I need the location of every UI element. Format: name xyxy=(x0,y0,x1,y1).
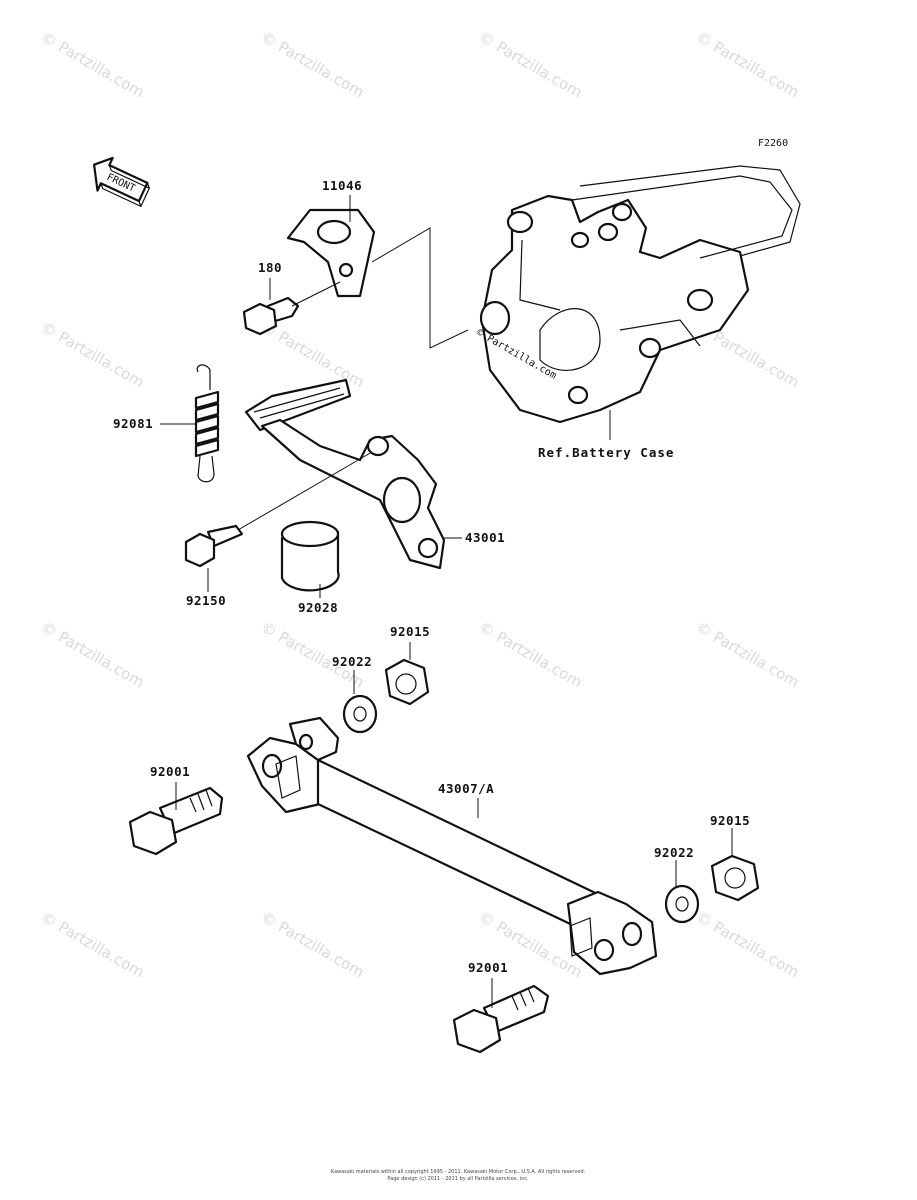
part-92081-spring: 92081 xyxy=(113,364,220,483)
watermark: © Partzilla.com xyxy=(476,618,585,691)
part-43007-rod: 43007/A xyxy=(246,716,658,976)
part-label-92015-top: 92015 xyxy=(390,624,430,639)
part-label-180: 180 xyxy=(258,260,282,275)
part-label-92022-right: 92022 xyxy=(654,845,694,860)
watermark: © Partzilla.com xyxy=(258,28,367,101)
part-label-92081: 92081 xyxy=(113,416,153,431)
part-label-92028: 92028 xyxy=(298,600,338,615)
copyright-line-2: Page design (c) 2011 - 2011 by all Partz… xyxy=(387,1176,529,1182)
part-92001-bolt-left: 92001 xyxy=(128,764,224,856)
part-label-92001-bottom: 92001 xyxy=(468,960,508,975)
copyright-line-1: Kawasaki materials within all copyright … xyxy=(331,1169,586,1175)
diagram-code: F2260 xyxy=(758,138,788,149)
part-43001-brake-pedal: 43001 xyxy=(244,378,505,570)
part-11046-bracket: 11046 xyxy=(286,178,376,298)
part-92015-nut-top: 92015 xyxy=(384,624,430,706)
part-label-11046: 11046 xyxy=(322,178,362,193)
front-arrow-icon: FRONT xyxy=(92,156,151,208)
part-label-92150: 92150 xyxy=(186,593,226,608)
part-92022-washer-top: 92022 xyxy=(332,654,378,734)
watermark: © Partzilla.com xyxy=(693,618,802,691)
watermark: © Partzilla.com xyxy=(258,318,367,391)
part-label-92001-left: 92001 xyxy=(150,764,190,779)
part-180-bolt: 180 xyxy=(242,260,341,336)
leader-line xyxy=(371,227,469,349)
part-92150-bolt: 92150 xyxy=(184,451,373,608)
watermark: © Partzilla.com xyxy=(476,28,585,101)
part-92022-washer-right: 92022 xyxy=(654,845,700,924)
part-label-43001: 43001 xyxy=(465,530,505,545)
part-label-92022-top: 92022 xyxy=(332,654,372,669)
part-label-92015-right: 92015 xyxy=(710,813,750,828)
part-92001-bolt-bottom: 92001 xyxy=(452,960,550,1054)
watermark: © Partzilla.com xyxy=(38,618,147,691)
part-label-43007: 43007/A xyxy=(438,781,494,796)
part-92028-collar: 92028 xyxy=(280,520,340,615)
watermark: © Partzilla.com xyxy=(258,908,367,981)
watermark: © Partzilla.com xyxy=(693,908,802,981)
reference-label: Ref.Battery Case xyxy=(538,445,674,460)
watermark: © Partzilla.com xyxy=(38,908,147,981)
watermark: © Partzilla.com xyxy=(38,28,147,101)
watermark: © Partzilla.com xyxy=(693,28,802,101)
part-92015-nut-right: 92015 xyxy=(710,813,760,902)
watermark: © Partzilla.com xyxy=(38,318,147,391)
battery-case-reference: Ref.Battery Case xyxy=(479,165,801,460)
